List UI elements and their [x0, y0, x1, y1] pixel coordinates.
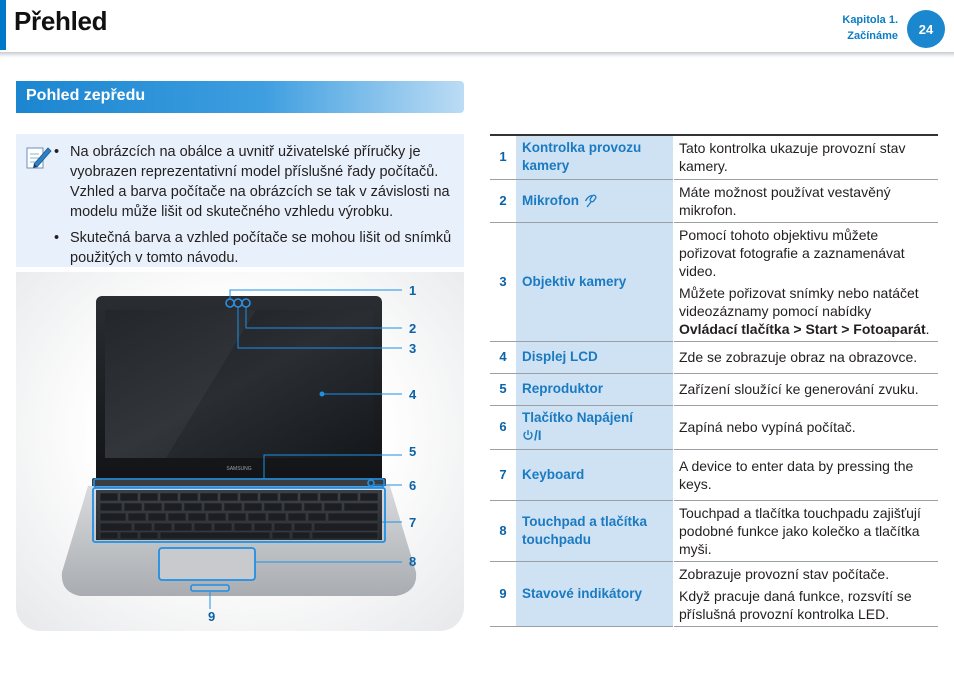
note-pencil-icon	[26, 147, 52, 169]
callout-8: 8	[409, 554, 417, 569]
part-description: Pomocí tohoto objektivu můžete pořizovat…	[679, 226, 930, 337]
part-name: Kontrolka provozu kamery	[516, 135, 674, 179]
callout-1: 1	[409, 283, 417, 298]
power-button-marker	[367, 479, 375, 487]
laptop-drawing: SAMSUNG	[61, 289, 417, 609]
row-number: 4	[499, 349, 507, 364]
touchpad-highlight	[158, 547, 256, 581]
row-number: 8	[499, 522, 507, 538]
table-row: 5 Reproduktor Zařízení sloužící ke gener…	[490, 373, 938, 405]
page-number-badge: 24	[907, 10, 945, 48]
part-name: Displej LCD	[516, 341, 674, 373]
part-description: A device to enter data by pressing the k…	[679, 457, 914, 492]
chapter-label: Kapitola 1. Začínáme	[842, 12, 898, 44]
lcd-screen	[105, 310, 373, 458]
touchpad	[158, 547, 256, 581]
part-description: Máte možnost používat vestavěný mikrofon…	[679, 183, 891, 218]
note-list: Na obrázcích na obálce a uvnitř uživatel…	[54, 142, 456, 274]
speaker-highlight	[93, 478, 385, 488]
part-description: Zde se zobrazuje obraz na obrazovce.	[679, 349, 918, 365]
page-title: Přehled	[14, 6, 108, 36]
section-heading: Pohled zepředu	[16, 81, 464, 113]
callout-3: 3	[409, 341, 417, 356]
row-number: 1	[499, 149, 507, 165]
part-description: Touchpad a tlačítka touchpadu zajišťují …	[679, 504, 921, 557]
note-box: Na obrázcích na obálce a uvnitř uživatel…	[16, 134, 464, 267]
row-number: 6	[499, 419, 507, 434]
brand-logo: SAMSUNG	[226, 466, 251, 472]
part-description: Zobrazuje provozní stav počítače. Když p…	[679, 565, 912, 622]
power-icon	[523, 430, 533, 440]
part-name: Mikrofon	[516, 179, 674, 222]
header-accent-bar	[0, 0, 6, 50]
part-name: Tlačítko Napájení/I	[516, 405, 674, 449]
callout-9: 9	[208, 609, 216, 624]
callout-7: 7	[409, 515, 417, 530]
status-indicators-highlight	[190, 584, 230, 592]
part-description: Tato kontrolka ukazuje provozní stav kam…	[679, 140, 906, 175]
table-row: 7 Keyboard A device to enter data by pre…	[490, 449, 938, 500]
chapter-name: Začínáme	[847, 30, 898, 42]
note-item: Na obrázcích na obálce a uvnitř uživatel…	[54, 142, 456, 222]
callout-4: 4	[409, 387, 417, 402]
table-row: 9 Stavové indikátory Zobrazuje provozní …	[490, 561, 938, 626]
chapter-number: Kapitola 1.	[842, 14, 898, 26]
laptop-illustration: SAMSUNG	[16, 272, 464, 631]
part-description: Zařízení sloužící ke generování zvuku.	[679, 381, 919, 397]
callout-6: 6	[409, 478, 417, 493]
part-name: Touchpad a tlačítka touchpadu	[516, 500, 674, 561]
table-row: 6 Tlačítko Napájení/I Zapíná nebo vypíná…	[490, 405, 938, 449]
keyboard-highlight	[92, 487, 386, 543]
callout-2: 2	[409, 321, 417, 336]
table-row: 8 Touchpad a tlačítka touchpadu Touchpad…	[490, 500, 938, 561]
row-number: 2	[499, 192, 507, 208]
table-row: 4 Displej LCD Zde se zobrazuje obraz na …	[490, 341, 938, 373]
header-divider	[0, 52, 954, 58]
part-name: Objektiv kamery	[516, 222, 674, 341]
table-row: 3 Objektiv kamery Pomocí tohoto objektiv…	[490, 222, 938, 341]
callout-5: 5	[409, 444, 417, 459]
part-name: Keyboard	[516, 449, 674, 500]
row-number: 7	[499, 466, 507, 482]
part-name: Reproduktor	[516, 373, 674, 405]
note-item: Skutečná barva a vzhled počítače se moho…	[54, 228, 456, 268]
menu-path: Ovládací tlačítka > Start > Fotoaparát	[679, 320, 926, 337]
row-number: 5	[499, 381, 507, 396]
table-row: 2 Mikrofon Máte možnost používat vestavě…	[490, 179, 938, 222]
row-number: 3	[499, 273, 507, 289]
part-name: Stavové indikátory	[516, 561, 674, 626]
row-number: 9	[499, 585, 507, 601]
microphone-icon	[584, 194, 597, 208]
parts-table: 1 Kontrolka provozu kamery Tato kontrolk…	[490, 134, 938, 627]
part-description: Zapíná nebo vypíná počítač.	[679, 419, 856, 435]
table-row: 1 Kontrolka provozu kamery Tato kontrolk…	[490, 135, 938, 179]
